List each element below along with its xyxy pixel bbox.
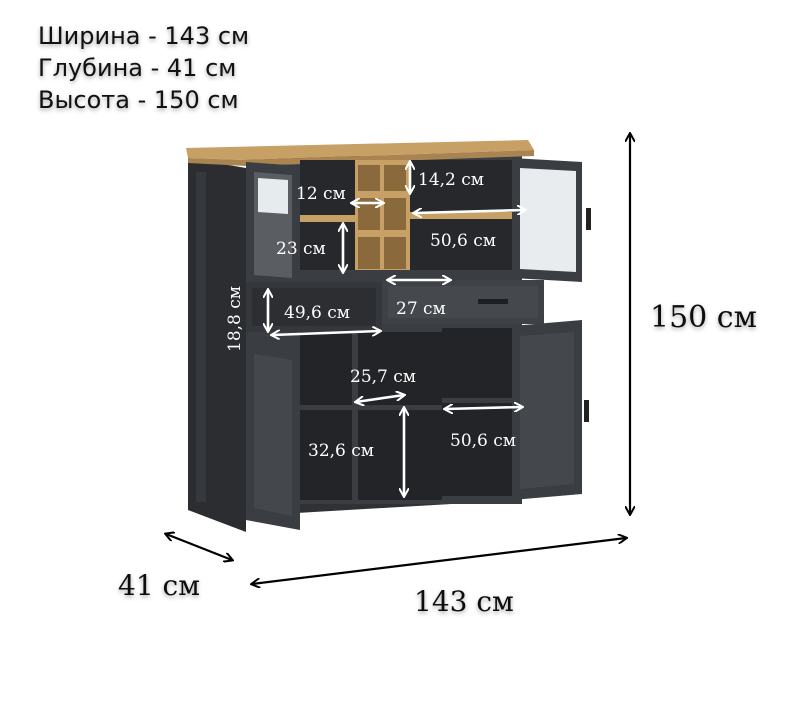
label-lower-right-width: 50,6 см	[450, 431, 516, 451]
internal-dimensions	[268, 162, 525, 496]
external-dimensions	[166, 134, 630, 584]
spec-depth: Глубина - 41 см	[38, 54, 237, 82]
external-labels: 150 см 143 см 41 см	[118, 300, 757, 618]
depth-arrow	[166, 534, 232, 560]
label-lower-height: 32,6 см	[308, 441, 374, 461]
label-top-shelf-height: 14,2 см	[418, 170, 484, 190]
label-left-drawer-width: 49,6 см	[284, 303, 350, 323]
oak-top	[186, 140, 534, 160]
label-top-open-height: 23 см	[276, 239, 326, 259]
spec-width: Ширина - 143 см	[38, 22, 250, 50]
internal-labels: 12 см 14,2 см 23 см 50,6 см 49,6 см 27 с…	[225, 170, 516, 461]
drawer-handle	[478, 299, 508, 304]
width-arrow	[252, 538, 626, 584]
label-overall-width: 143 см	[414, 585, 514, 618]
spec-height: Высота - 150 см	[38, 86, 239, 114]
label-middle-drawer-width: 27 см	[396, 299, 446, 319]
cabinet	[186, 140, 591, 532]
label-lower-middle-width: 25,7 см	[350, 367, 416, 387]
label-top-right-width: 50,6 см	[430, 231, 496, 251]
label-top-shelf-width: 12 см	[296, 184, 346, 204]
label-overall-height: 150 см	[650, 300, 757, 335]
lower-left-compartment	[300, 332, 442, 500]
label-drawer-height: 18,8 см	[225, 286, 245, 352]
lower-right-compartment	[442, 328, 514, 496]
label-overall-depth: 41 см	[118, 569, 200, 602]
